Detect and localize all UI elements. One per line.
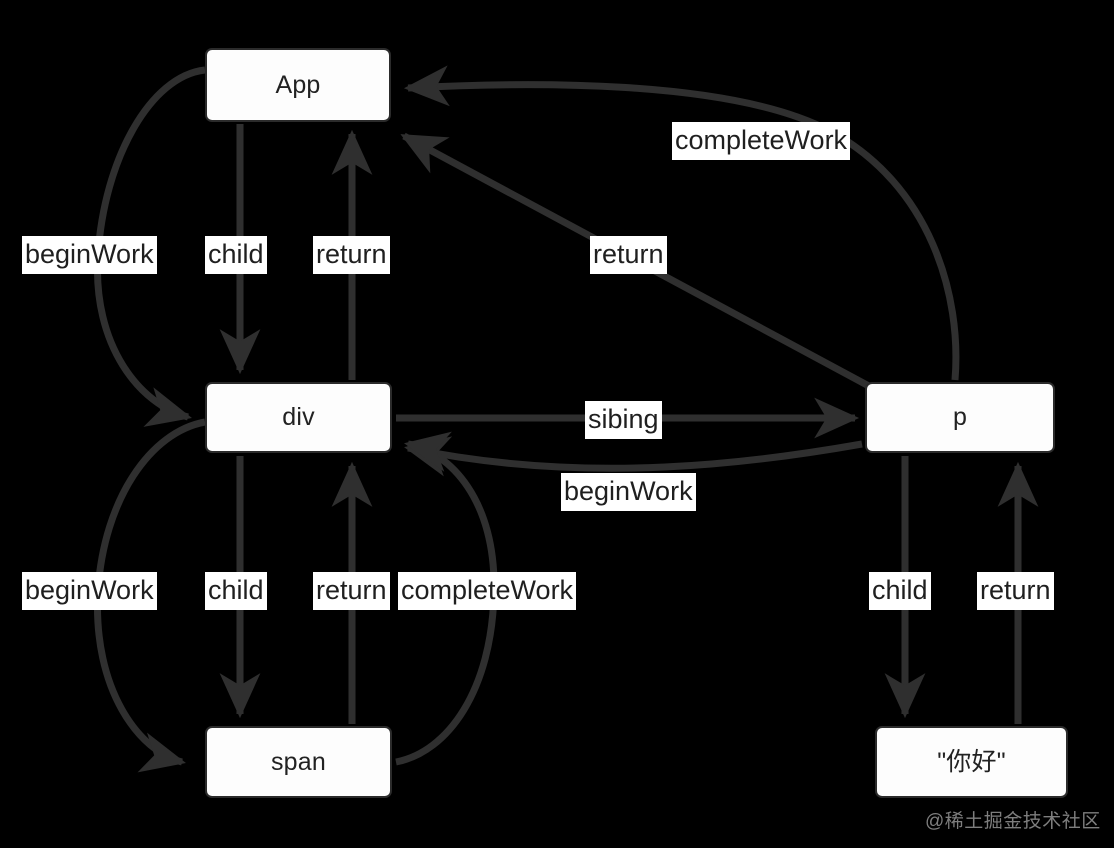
edge-label-app-div-child: child bbox=[205, 236, 267, 274]
edge-label-p-app-completework: completeWork bbox=[672, 122, 851, 160]
edge-label-text-p-return: return bbox=[977, 572, 1054, 610]
watermark: @稀土掘金技术社区 bbox=[925, 811, 1101, 832]
node-div[interactable]: div bbox=[205, 382, 392, 453]
node-app[interactable]: App bbox=[205, 48, 391, 122]
node-span-label: span bbox=[270, 747, 326, 776]
node-p-label: p bbox=[952, 403, 968, 431]
edge-label-div-p-beginwork: beginWork bbox=[561, 473, 696, 511]
node-app-label: App bbox=[275, 70, 321, 99]
edge-label-span-div-return: return bbox=[313, 572, 390, 610]
edge-label-app-div-beginwork: beginWork bbox=[22, 236, 157, 274]
edge-label-div-p-sibing: sibing bbox=[585, 401, 662, 439]
edge-label-div-span-child: child bbox=[205, 572, 267, 610]
edge-label-div-span-beginwork: beginWork bbox=[22, 572, 157, 610]
node-span[interactable]: span bbox=[205, 726, 392, 798]
node-text-label: "你好" bbox=[937, 747, 1006, 776]
edge-label-p-text-child: child bbox=[869, 572, 931, 610]
edge-label-p-app-return: return bbox=[590, 236, 667, 274]
node-text[interactable]: "你好" bbox=[875, 726, 1068, 798]
edge-label-span-div-completework: completeWork bbox=[398, 572, 577, 610]
edge-label-div-app-return: return bbox=[313, 236, 390, 274]
node-p[interactable]: p bbox=[865, 382, 1055, 453]
node-div-label: div bbox=[282, 403, 315, 431]
edge-div-p-beginwork bbox=[404, 436, 863, 477]
